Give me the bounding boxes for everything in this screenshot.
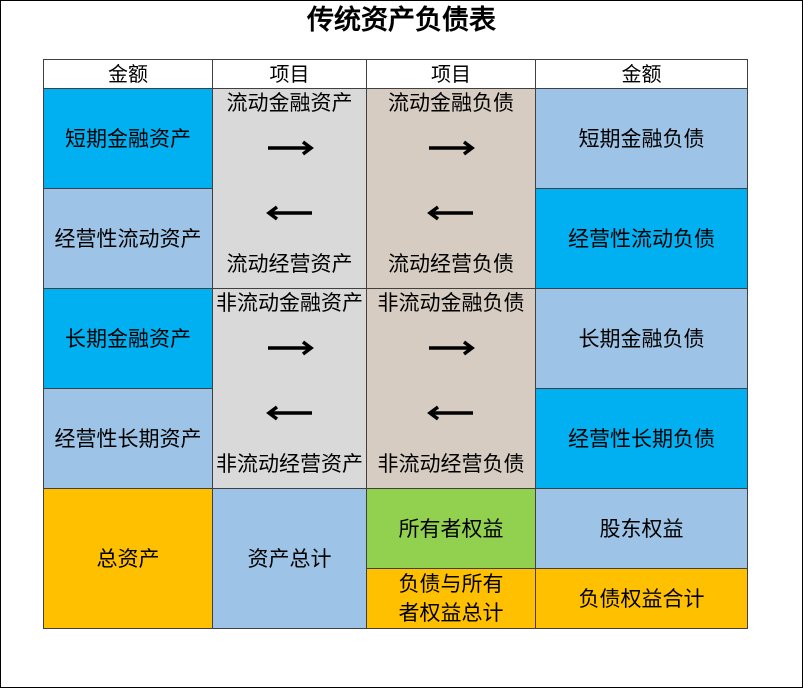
header-asset-amount: 金额 xyxy=(44,60,212,88)
short-term-financial-liabilities-cell: 短期金融负债 xyxy=(536,89,747,188)
left-arrow-icon xyxy=(427,405,473,421)
total-assets-cell: 总资产 xyxy=(44,489,212,628)
liabilities-and-equity-total-label: 负债与所有者权益总计 xyxy=(398,571,504,625)
noncurrent-asset-items: 非流动金融资产 非流动经营资产 xyxy=(213,289,366,488)
asset-total-item-cell: 资产总计 xyxy=(213,489,366,628)
long-term-financial-assets-cell: 长期金融资产 xyxy=(44,289,212,388)
left-arrow-icon xyxy=(265,205,312,221)
operating-long-term-liabilities-cell: 经营性长期负债 xyxy=(536,389,747,488)
noncurrent-financial-assets-label: 非流动金融资产 xyxy=(216,291,363,315)
current-financial-liabilities-label: 流动金融负债 xyxy=(388,91,514,115)
left-arrow-icon xyxy=(265,405,312,421)
owners-equity-item-cell: 所有者权益 xyxy=(367,489,535,568)
operating-long-term-assets-cell: 经营性长期资产 xyxy=(44,389,212,488)
operating-current-liabilities-cell: 经营性流动负债 xyxy=(536,189,747,288)
page-title: 传统资产负债表 xyxy=(307,5,496,36)
liabilities-and-equity-total-item-cell: 负债与所有者权益总计 xyxy=(367,569,535,628)
short-term-financial-assets-cell: 短期金融资产 xyxy=(44,89,212,188)
noncurrent-operating-assets-label: 非流动经营资产 xyxy=(216,452,363,476)
current-asset-items: 流动金融资产 流动经营资产 xyxy=(213,89,366,288)
header-liability-amount: 金额 xyxy=(536,60,747,88)
balance-sheet-table: 金额 项目 项目 金额 短期金融资产 经营性流动资产 长期金融资产 经营性长期资… xyxy=(43,59,748,629)
right-arrow-icon xyxy=(267,140,314,156)
current-financial-assets-label: 流动金融资产 xyxy=(226,91,353,115)
liabilities-equity-total-cell: 负债权益合计 xyxy=(536,569,747,628)
header-asset-item: 项目 xyxy=(213,60,366,88)
current-operating-liabilities-label: 流动经营负债 xyxy=(388,252,514,276)
right-arrow-icon xyxy=(429,140,475,156)
noncurrent-operating-liabilities-label: 非流动经营负债 xyxy=(377,452,525,476)
noncurrent-liability-items: 非流动金融负债 非流动经营负债 xyxy=(367,289,535,488)
operating-current-assets-cell: 经营性流动资产 xyxy=(44,189,212,288)
shareholders-equity-cell: 股东权益 xyxy=(536,489,747,568)
right-arrow-icon xyxy=(267,340,314,356)
left-arrow-icon xyxy=(427,205,473,221)
header-liability-item: 项目 xyxy=(367,60,535,88)
current-liability-items: 流动金融负债 流动经营负债 xyxy=(367,89,535,288)
right-arrow-icon xyxy=(429,340,475,356)
long-term-financial-liabilities-cell: 长期金融负债 xyxy=(536,289,747,388)
current-operating-assets-label: 流动经营资产 xyxy=(226,252,353,276)
noncurrent-financial-liabilities-label: 非流动金融负债 xyxy=(377,291,525,315)
